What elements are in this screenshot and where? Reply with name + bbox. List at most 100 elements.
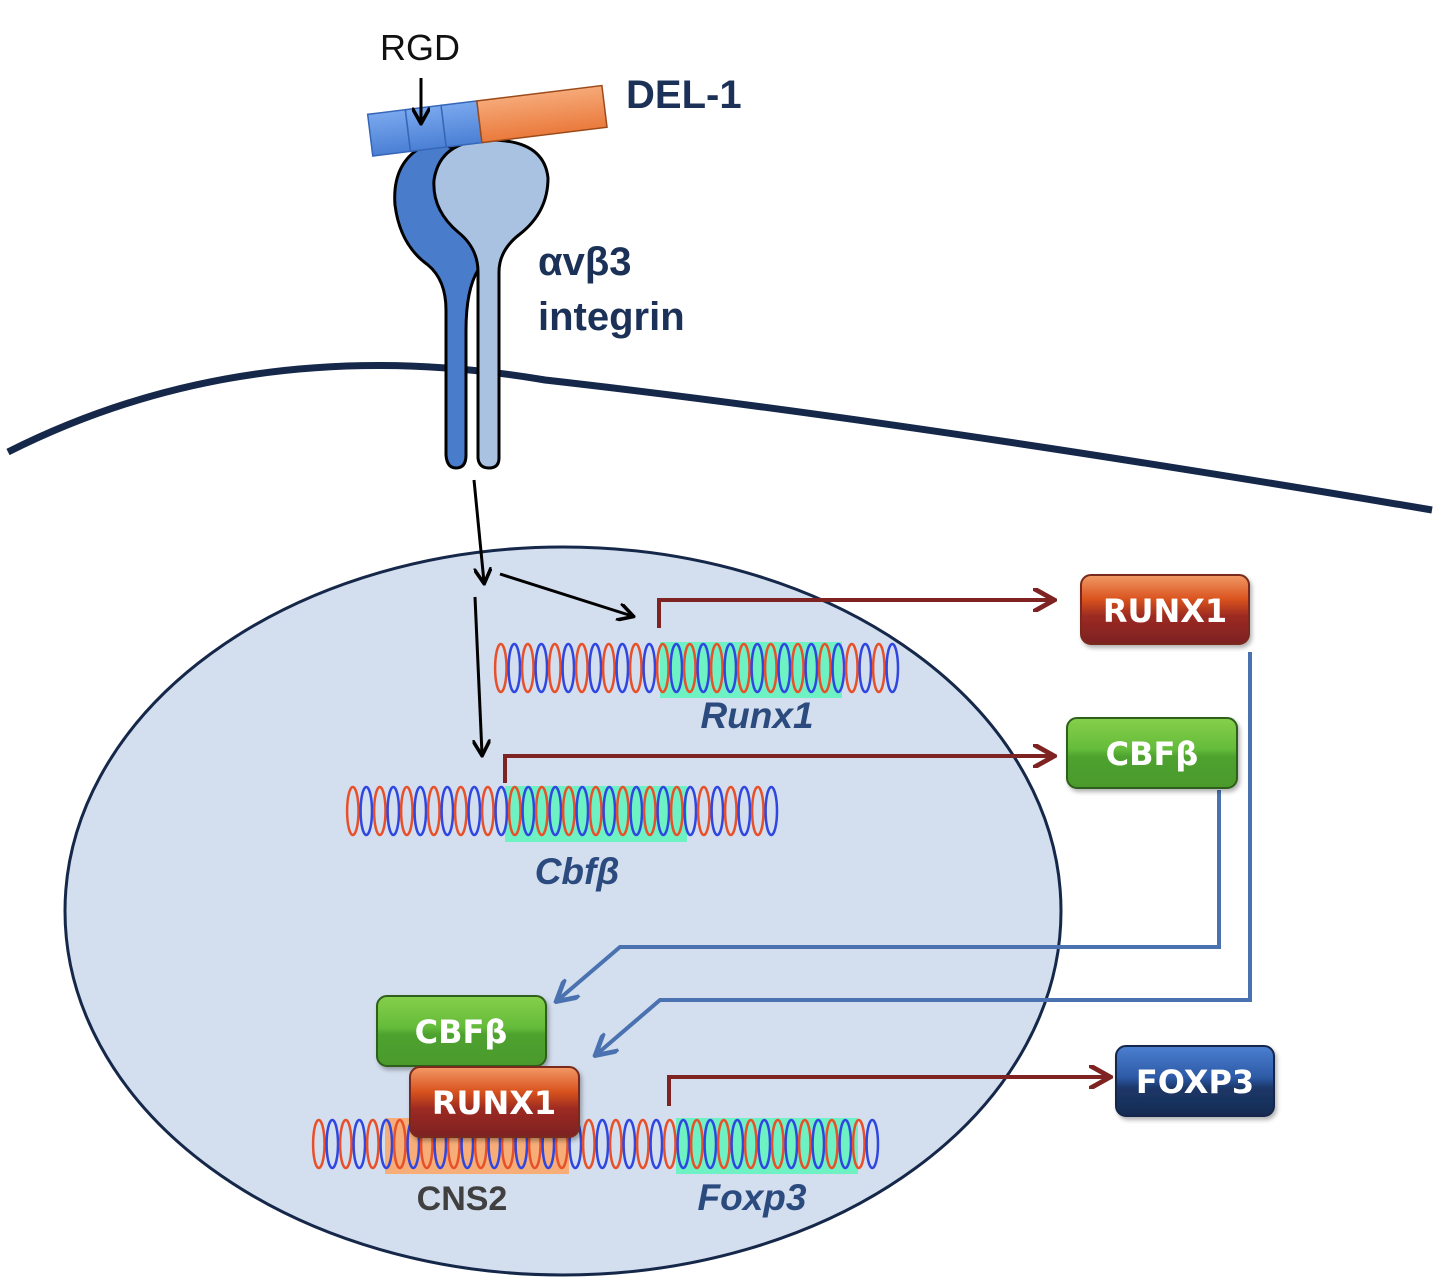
dna-coil-loop (683, 785, 698, 837)
dna-coil-loop (824, 1118, 839, 1170)
dna-coil-loop (548, 785, 563, 837)
dna-coil-loop (534, 642, 549, 694)
dna-coil-loop (736, 642, 751, 694)
transcription-arrow-runx1 (657, 600, 1052, 628)
dna-coil-loop (635, 1118, 650, 1170)
dna-coil-loop (696, 785, 711, 837)
rgd-label: RGD (380, 27, 460, 68)
dna-coil-loop (703, 1118, 718, 1170)
dna-coil-loop (838, 1118, 853, 1170)
dna-coil-loop (595, 1118, 610, 1170)
dna-coil-loop (493, 642, 508, 694)
dna-coil-loop (865, 1118, 880, 1170)
dna-coil-loop (615, 642, 630, 694)
foxp3-gene-label: Foxp3 (698, 1177, 807, 1218)
dna-coil-loop (858, 642, 873, 694)
dna-coil-loop (682, 642, 697, 694)
dna-coil-loop (520, 642, 535, 694)
nucleus (63, 545, 1063, 1277)
dna-coil-loop (588, 642, 603, 694)
dna-coil-loop (885, 642, 900, 694)
integrin-label-line1: αvβ3 (538, 240, 632, 284)
dna-coil-loop (669, 785, 684, 837)
dna-coil-loop (817, 642, 832, 694)
dna-coil-loop (615, 785, 630, 837)
cell-membrane (6, 361, 1433, 514)
dna-coil-loop (467, 785, 482, 837)
runx1-protein-label: RUNX1 (1103, 592, 1227, 630)
cbfb-protein-label: CBFβ (1106, 735, 1199, 773)
dna-coil-loop (581, 1118, 596, 1170)
dna-coil-loop (365, 1118, 380, 1170)
dna-coil-loop (804, 642, 819, 694)
dna-coil-loop (750, 785, 765, 837)
dna-coil-loop (480, 785, 495, 837)
dna-coil-loop (561, 785, 576, 837)
dna-coil-loop (534, 785, 549, 837)
dna-coil-loop (575, 785, 590, 837)
dna-coil-loop (392, 1118, 407, 1170)
dna-coil-loop (507, 642, 522, 694)
dna-coil-loop (649, 1118, 664, 1170)
transcription-arrow-foxp3 (667, 1077, 1108, 1106)
dna-coil-loop (676, 1118, 691, 1170)
integrin-label-line2: integrin (538, 295, 685, 339)
dna-coil-loop (790, 642, 805, 694)
complex-runx1-box: RUNX1 (409, 1066, 580, 1138)
cbfb-protein-box: CBFβ (1066, 717, 1238, 789)
dna-coil-loop (723, 785, 738, 837)
dna-coil-loop (710, 785, 725, 837)
complex-cbfb-label: CBFβ (415, 1013, 508, 1051)
dna-coil-loop (574, 642, 589, 694)
dna-coil-loop (325, 1118, 340, 1170)
del1-egf-domain-2 (404, 104, 448, 153)
del1-egf-domain-1 (366, 108, 412, 157)
dna-coil-loop (656, 785, 671, 837)
dna-coil-loop (413, 785, 428, 837)
dna-helix-runx1 (493, 642, 900, 694)
dna-coil-loop (588, 785, 603, 837)
dna-coil-loop (399, 785, 414, 837)
dna-coil-loop (757, 1118, 772, 1170)
dna-coil-loop (601, 642, 616, 694)
dna-coil-loop (507, 785, 522, 837)
foxp3-protein-label: FOXP3 (1136, 1063, 1254, 1101)
complex-cbfb-box: CBFβ (376, 995, 547, 1067)
dna-coil-loop (521, 785, 536, 837)
dna-coil-loop (608, 1118, 623, 1170)
complex-runx1-label: RUNX1 (432, 1084, 556, 1122)
dna-coil-loop (750, 642, 765, 694)
dna-coil-loop (655, 642, 670, 694)
dna-coil-loop (763, 642, 778, 694)
dna-coil-loop (743, 1118, 758, 1170)
dna-coil-loop (871, 642, 886, 694)
dna-coil-loop (764, 785, 779, 837)
del1-discoidin-domain (475, 84, 608, 144)
del1-label: DEL-1 (626, 73, 742, 117)
dna-coil-loop (426, 785, 441, 837)
signal-arrow-to-runx1 (499, 572, 632, 616)
signal-arrow-membrane-to-nucleus (472, 479, 484, 582)
runx1-protein-box: RUNX1 (1080, 574, 1250, 645)
dna-coil-loop (811, 1118, 826, 1170)
dna-coil-loop (844, 642, 859, 694)
dna-coil-loop (338, 1118, 353, 1170)
dna-helix-cbfb (345, 785, 779, 837)
dna-coil-loop (642, 785, 657, 837)
dna-coil-loop (359, 785, 374, 837)
dna-coil-loop (352, 1118, 367, 1170)
dna-coil-loop (777, 642, 792, 694)
dna-coil-loop (642, 642, 657, 694)
dna-coil-loop (547, 642, 562, 694)
dna-coil-loop (831, 642, 846, 694)
dna-coil-loop (628, 642, 643, 694)
dna-coil-loop (784, 1118, 799, 1170)
dna-coil-loop (669, 642, 684, 694)
dna-coil-loop (716, 1118, 731, 1170)
dna-coil-loop (494, 785, 509, 837)
cns2-label: CNS2 (417, 1180, 508, 1218)
dna-coil-loop (561, 642, 576, 694)
foxp3-protein-box: FOXP3 (1115, 1045, 1275, 1117)
translocation-arrow-runx1 (597, 652, 1252, 1054)
